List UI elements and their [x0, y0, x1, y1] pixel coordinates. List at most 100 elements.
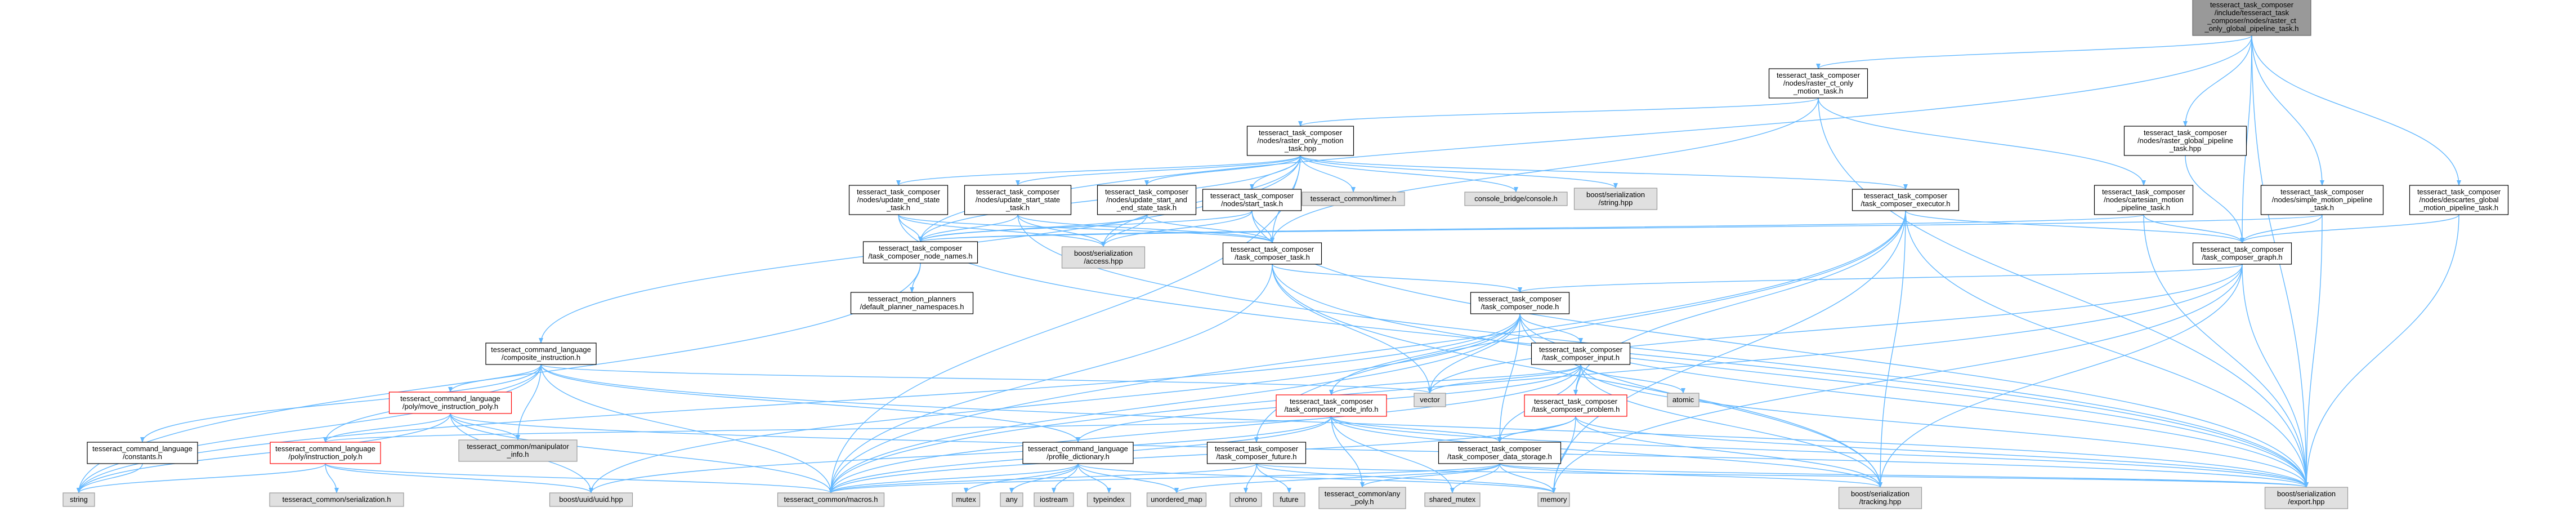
node-simple-motion-pipeline-task[interactable]: tesseract_task_composer/nodes/simple_mot… — [2260, 185, 2384, 215]
node-label-line: tesseract_command_language — [491, 345, 591, 354]
node-box — [1424, 492, 1481, 507]
node-label-line: /nodes/update_end_state — [857, 195, 940, 204]
node-descartes-global-motion-pipeline-task[interactable]: tesseract_task_composer/nodes/descartes_… — [2409, 185, 2509, 215]
node-root[interactable]: tesseract_task_composer/include/tesserac… — [2192, 0, 2311, 36]
node-move-instruction-poly[interactable]: tesseract_command_language/poly/move_ins… — [388, 392, 512, 414]
node-macros: tesseract_common/macros.h — [777, 492, 885, 507]
node-update-start-and-end-state-task[interactable]: tesseract_task_composer/nodes/update_sta… — [1097, 185, 1197, 215]
edge-task-composer-input-to-boost-export — [1580, 364, 2309, 488]
node-raster-ct-only-motion-task[interactable]: tesseract_task_composer/nodes/raster_ct_… — [1768, 68, 1868, 99]
node-boost-export: boost/serialization/export.hpp — [2264, 487, 2349, 509]
edge-simple-motion-pipeline-task-to-boost-export — [2304, 214, 2323, 488]
node-update-start-state-task[interactable]: tesseract_task_composer/nodes/update_sta… — [964, 185, 1072, 215]
node-label-line: tesseract_task_composer — [857, 188, 941, 196]
node-constants[interactable]: tesseract_command_language/constants.h — [87, 442, 198, 464]
node-box — [1537, 492, 1570, 507]
node-label-line: tesseract_task_composer — [2201, 245, 2284, 253]
node-label-line: vector — [1420, 395, 1440, 404]
edge-task-composer-node-info-to-any-poly — [1331, 416, 1365, 488]
node-box — [848, 185, 949, 215]
node-task-composer-node-names[interactable]: tesseract_task_composer/task_composer_no… — [862, 241, 978, 264]
node-box — [1034, 492, 1074, 507]
node-task-composer-input[interactable]: tesseract_task_composer/task_composer_in… — [1531, 342, 1631, 365]
node-task-composer-node[interactable]: tesseract_task_composer/task_composer_no… — [1470, 292, 1570, 314]
node-default-planner-namespaces[interactable]: tesseract_motion_planners/default_planne… — [850, 292, 974, 314]
node-label-line: /access.hpp — [1084, 257, 1122, 265]
node-profile-dictionary[interactable]: tesseract_command_language/profile_dicti… — [1022, 442, 1134, 464]
node-atomic: atomic — [1667, 393, 1700, 407]
edge-raster-only-motion-task-to-update-start-state-task — [1016, 155, 1301, 186]
node-box — [1768, 68, 1868, 99]
node-box — [2094, 185, 2194, 215]
node-task-composer-executor[interactable]: tesseract_task_composer/task_composer_ex… — [1852, 189, 1960, 211]
node-task-composer-problem[interactable]: tesseract_task_composer/task_composer_pr… — [1524, 394, 1627, 417]
node-task-composer-data-storage[interactable]: tesseract_task_composer/task_composer_da… — [1438, 442, 1562, 464]
node-box — [458, 439, 578, 462]
node-label-line: tesseract_task_composer — [1210, 192, 1294, 200]
node-box — [1206, 442, 1307, 464]
node-raster-only-motion-task[interactable]: tesseract_task_composer/nodes/raster_onl… — [1246, 126, 1354, 156]
node-box — [964, 185, 1072, 215]
edge-raster-only-motion-task-to-boost-string — [1300, 155, 1618, 189]
node-vector: vector — [1414, 393, 1446, 407]
node-box — [2260, 185, 2384, 215]
edge-raster-ct-only-motion-task-to-raster-only-motion-task — [1298, 97, 1819, 127]
node-label-line: /poly/move_instruction_poly.h — [402, 402, 498, 411]
edge-task-composer-graph-to-vector — [1428, 264, 2243, 394]
edge-move-instruction-poly-to-manipulator-info — [450, 413, 520, 441]
edge-update-start-and-end-state-task-to-task-composer-node-names — [918, 214, 1147, 242]
edge-instruction-poly-to-common-serialization — [325, 463, 339, 493]
edge-task-composer-node-to-macros — [829, 313, 1520, 493]
node-label-line: _poly.h — [1350, 497, 1374, 506]
node-label-line: tesseract_task_composer — [1864, 192, 1948, 200]
node-label-line: /task_composer_input.h — [1542, 353, 1620, 362]
node-task-composer-future[interactable]: tesseract_task_composer/task_composer_fu… — [1206, 442, 1307, 464]
node-box — [1667, 393, 1700, 407]
edge-task-composer-input-to-boost-tracking — [1580, 364, 1882, 488]
node-label-line: _task.h — [2310, 203, 2334, 212]
node-label-line: _task.h — [886, 203, 910, 212]
node-manipulator-info: tesseract_common/manipulator_info.h — [458, 439, 578, 462]
node-box — [862, 241, 978, 264]
edge-root-to-descartes-global-motion-pipeline-task — [2251, 35, 2461, 186]
node-box — [1318, 487, 1406, 509]
node-label-line: string — [70, 495, 88, 504]
node-timer: tesseract_common/timer.h — [1302, 192, 1405, 206]
node-raster-global-pipeline-task[interactable]: tesseract_task_composer/nodes/raster_glo… — [2123, 126, 2247, 156]
edge-composite-instruction-to-vector — [540, 364, 1432, 394]
edge-task-composer-node-info-to-shared-mutex — [1331, 416, 1455, 493]
node-box — [485, 342, 597, 365]
edge-instruction-poly-to-macros — [325, 463, 833, 493]
node-label-line: _task.hpp — [2169, 144, 2201, 153]
edge-task-composer-executor-to-memory — [1551, 210, 1906, 493]
node-composite-instruction[interactable]: tesseract_command_language/composite_ins… — [485, 342, 597, 365]
edge-descartes-global-motion-pipeline-task-to-boost-export — [2304, 214, 2459, 488]
edge-task-composer-task-to-boost-tracking — [1272, 264, 1882, 488]
edge-task-composer-input-to-task-composer-node-info — [1329, 364, 1581, 395]
node-task-composer-node-info[interactable]: tesseract_task_composer/task_composer_no… — [1276, 394, 1387, 417]
node-update-end-state-task[interactable]: tesseract_task_composer/nodes/update_end… — [848, 185, 949, 215]
node-string: string — [62, 492, 95, 507]
edge-task-composer-node-to-uuid — [589, 313, 1520, 493]
node-label-line: /task_composer_graph.h — [2202, 253, 2282, 261]
node-box — [549, 492, 633, 507]
edge-composite-instruction-to-constants — [140, 364, 542, 443]
node-start-task[interactable]: tesseract_task_composer/nodes/start_task… — [1202, 189, 1302, 211]
edge-task-composer-executor-to-boost-tracking — [1878, 210, 1906, 488]
edge-move-instruction-poly-to-instruction-poly — [323, 413, 451, 443]
node-task-composer-graph[interactable]: tesseract_task_composer/task_composer_gr… — [2192, 242, 2292, 265]
node-label-line: boost/serialization — [1074, 249, 1133, 257]
node-label-line: tesseract_task_composer — [2144, 128, 2228, 137]
node-task-composer-task[interactable]: tesseract_task_composer/task_composer_ta… — [1222, 242, 1322, 265]
node-box — [1531, 342, 1631, 365]
edge-task-composer-node-to-task-composer-input — [1519, 313, 1583, 344]
edge-task-composer-node-info-to-instruction-poly — [323, 416, 1332, 443]
node-cartesian-motion-pipeline-task[interactable]: tesseract_task_composer/nodes/cartesian_… — [2094, 185, 2194, 215]
node-label-line: /nodes/descartes_global — [2420, 195, 2499, 204]
node-instruction-poly[interactable]: tesseract_command_language/poly/instruct… — [270, 442, 381, 464]
node-label-line: /poly/instruction_poly.h — [288, 452, 362, 461]
node-label-line: future — [1280, 495, 1298, 504]
node-label-line: /string.hpp — [1599, 198, 1633, 207]
node-label-line: tesseract_task_composer — [976, 188, 1060, 196]
node-box — [2264, 487, 2349, 509]
